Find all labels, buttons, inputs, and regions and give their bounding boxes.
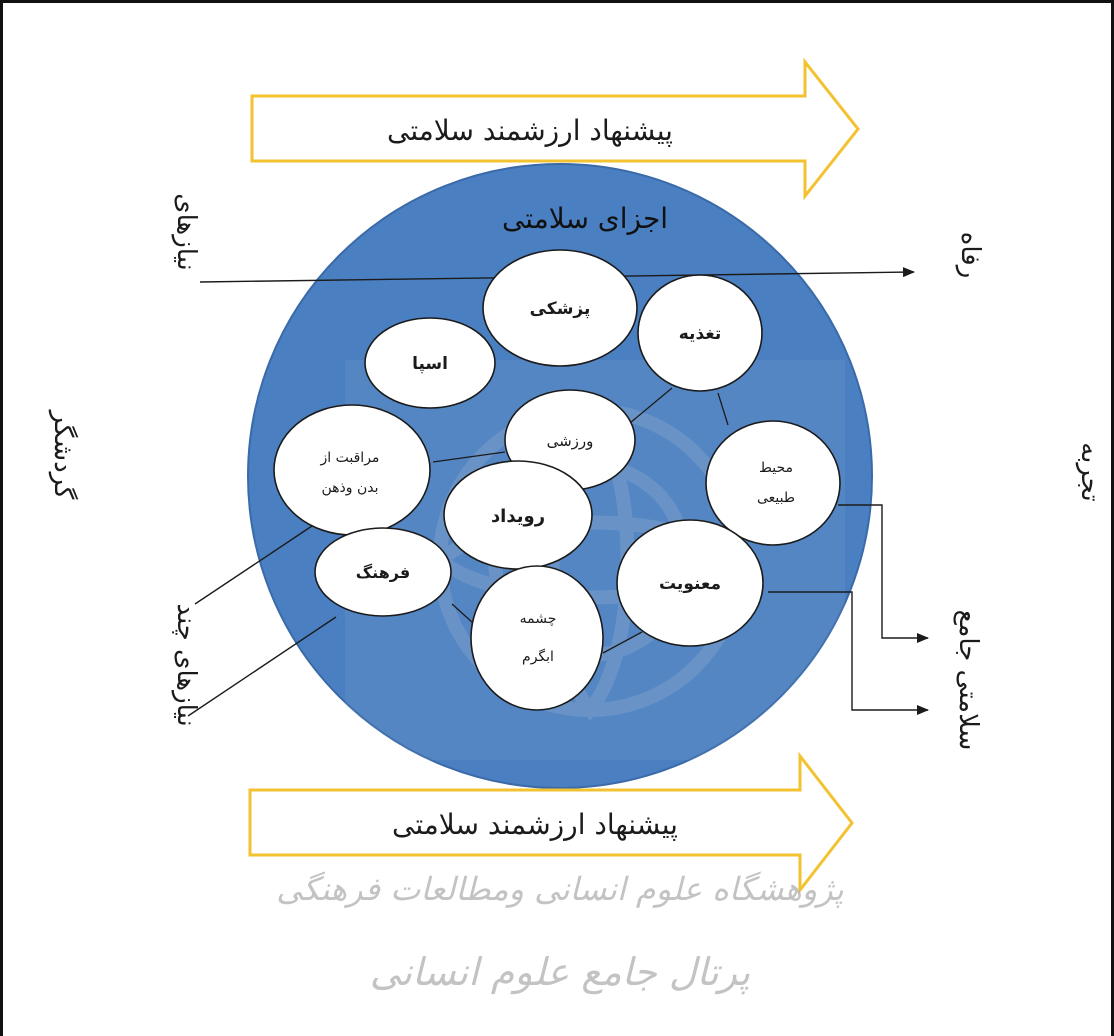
node-connectors <box>432 387 729 654</box>
label-tourist-needs-1: نیازهای <box>171 193 201 271</box>
label-welfare: رفاه <box>955 232 985 279</box>
label-natural-env-2: طبیعی <box>757 490 795 506</box>
top-value-arrow-label: پیشنهاد ارزشمند سلامتی <box>387 114 673 147</box>
label-hot-spring-1: چشمه <box>520 611 557 627</box>
watermark-line-1: پژوهشگاه علوم انسانی ومطالعات فرهنگی <box>276 870 844 908</box>
label-spirituality: معنویت <box>659 574 721 594</box>
node-hot-spring <box>470 565 604 711</box>
node-medical <box>482 249 638 367</box>
label-hot-spring-2: ابگرم <box>522 648 554 665</box>
node-labels: پزشکی تغذیه اسپا ورزشی مراقبت از بدن وذه… <box>320 299 795 665</box>
node-spa <box>364 317 496 409</box>
label-tourist: گردشگر <box>48 409 79 500</box>
tourist-needs-line-lower <box>187 616 337 717</box>
label-spa: اسپا <box>412 354 448 374</box>
watermark-text: پژوهشگاه علوم انسانی ومطالعات فرهنگی پرت… <box>276 870 844 995</box>
tourist-needs-line-upper <box>194 525 313 605</box>
label-body-mind-2: بدن وذهن <box>321 480 378 496</box>
spirituality-to-health-arrow <box>768 591 929 715</box>
node-culture <box>314 527 452 617</box>
label-event: رویداد <box>491 506 545 527</box>
node-body-mind <box>273 404 431 536</box>
right-side-labels: رفاه تجربه سلامتی جامع <box>953 232 1105 751</box>
label-holistic-health: سلامتی جامع <box>953 610 983 751</box>
node-nutrition <box>637 274 763 392</box>
label-medical: پزشکی <box>530 299 591 319</box>
top-value-arrow <box>250 57 860 201</box>
label-experience: تجربه <box>1075 442 1105 502</box>
left-side-labels: نیازهای گردشگر نیازهای چند <box>48 193 201 726</box>
label-body-mind-1: مراقبت از <box>320 450 380 466</box>
component-nodes <box>273 249 841 711</box>
node-spirituality <box>616 519 764 647</box>
bottom-value-arrow <box>248 751 854 895</box>
label-tourist-needs-2: نیازهای چند <box>171 603 201 726</box>
natural-env-to-health-arrow <box>838 504 929 643</box>
bottom-value-arrow-label: پیشنهاد ارزشمند سلامتی <box>392 808 678 841</box>
label-sport: ورزشی <box>547 432 594 450</box>
watermark-line-2: پرتال جامع علوم انسانی <box>370 950 751 995</box>
label-culture: فرهنگ <box>356 563 410 582</box>
label-natural-env-1: محیط <box>759 460 793 476</box>
label-nutrition: تغذیه <box>679 324 722 344</box>
circle-title: اجزای سلامتی <box>502 202 668 235</box>
node-natural-env <box>705 420 841 546</box>
